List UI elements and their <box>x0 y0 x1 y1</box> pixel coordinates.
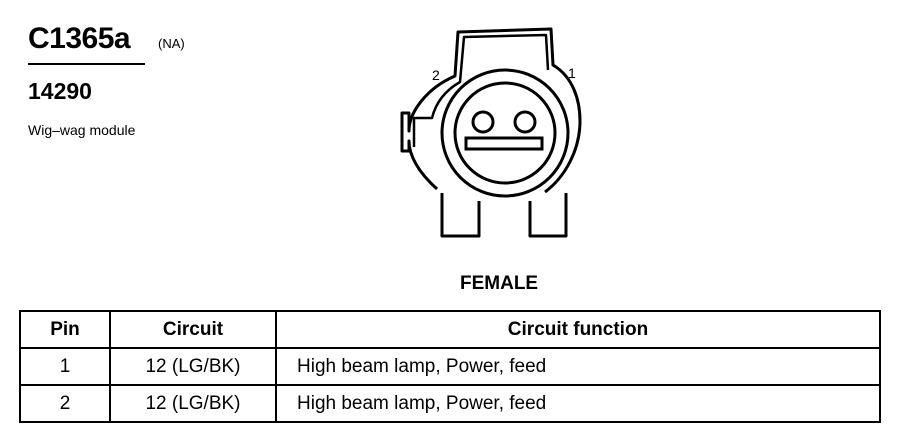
table-row: 1 12 (LG/BK) High beam lamp, Power, feed <box>19 347 881 386</box>
header-circuit: Circuit <box>109 310 277 349</box>
pin-cavity-1 <box>513 110 537 134</box>
pin-cavity-2 <box>471 110 495 134</box>
title-underline <box>28 63 145 65</box>
latch-leg-right <box>528 193 568 238</box>
pin-label-2: 2 <box>432 67 440 83</box>
table-header-row: Pin Circuit Circuit function <box>19 310 881 349</box>
pin-cell: 2 <box>19 384 111 423</box>
header-circuit-function: Circuit function <box>275 310 881 349</box>
circuit-function-cell: High beam lamp, Power, feed <box>275 347 881 386</box>
circuit-cell: 12 (LG/BK) <box>109 347 277 386</box>
latch-leg-left <box>440 193 481 238</box>
pinout-table: Pin Circuit Circuit function 1 12 (LG/BK… <box>19 310 881 423</box>
pin-label-1: 1 <box>568 65 576 81</box>
circuit-cell: 12 (LG/BK) <box>109 384 277 423</box>
connector-inner-outline <box>412 33 550 147</box>
part-number: 14290 <box>28 78 92 104</box>
polarizing-key <box>464 136 544 151</box>
pin-cell: 1 <box>19 347 111 386</box>
table-row: 2 12 (LG/BK) High beam lamp, Power, feed <box>19 384 881 423</box>
circuit-function-cell: High beam lamp, Power, feed <box>275 384 881 423</box>
component-name: Wig–wag module <box>28 122 136 138</box>
connector-face-diagram: 2 1 <box>400 27 582 238</box>
mating-face-outer-circle <box>440 68 570 198</box>
connector-view-label: FEMALE <box>460 273 539 294</box>
connector-region: (NA) <box>158 36 185 51</box>
header-pin: Pin <box>19 310 111 349</box>
mating-face-inner-circle <box>453 81 557 185</box>
connector-id: C1365a <box>28 22 131 55</box>
connector-housing-outline <box>400 27 582 194</box>
